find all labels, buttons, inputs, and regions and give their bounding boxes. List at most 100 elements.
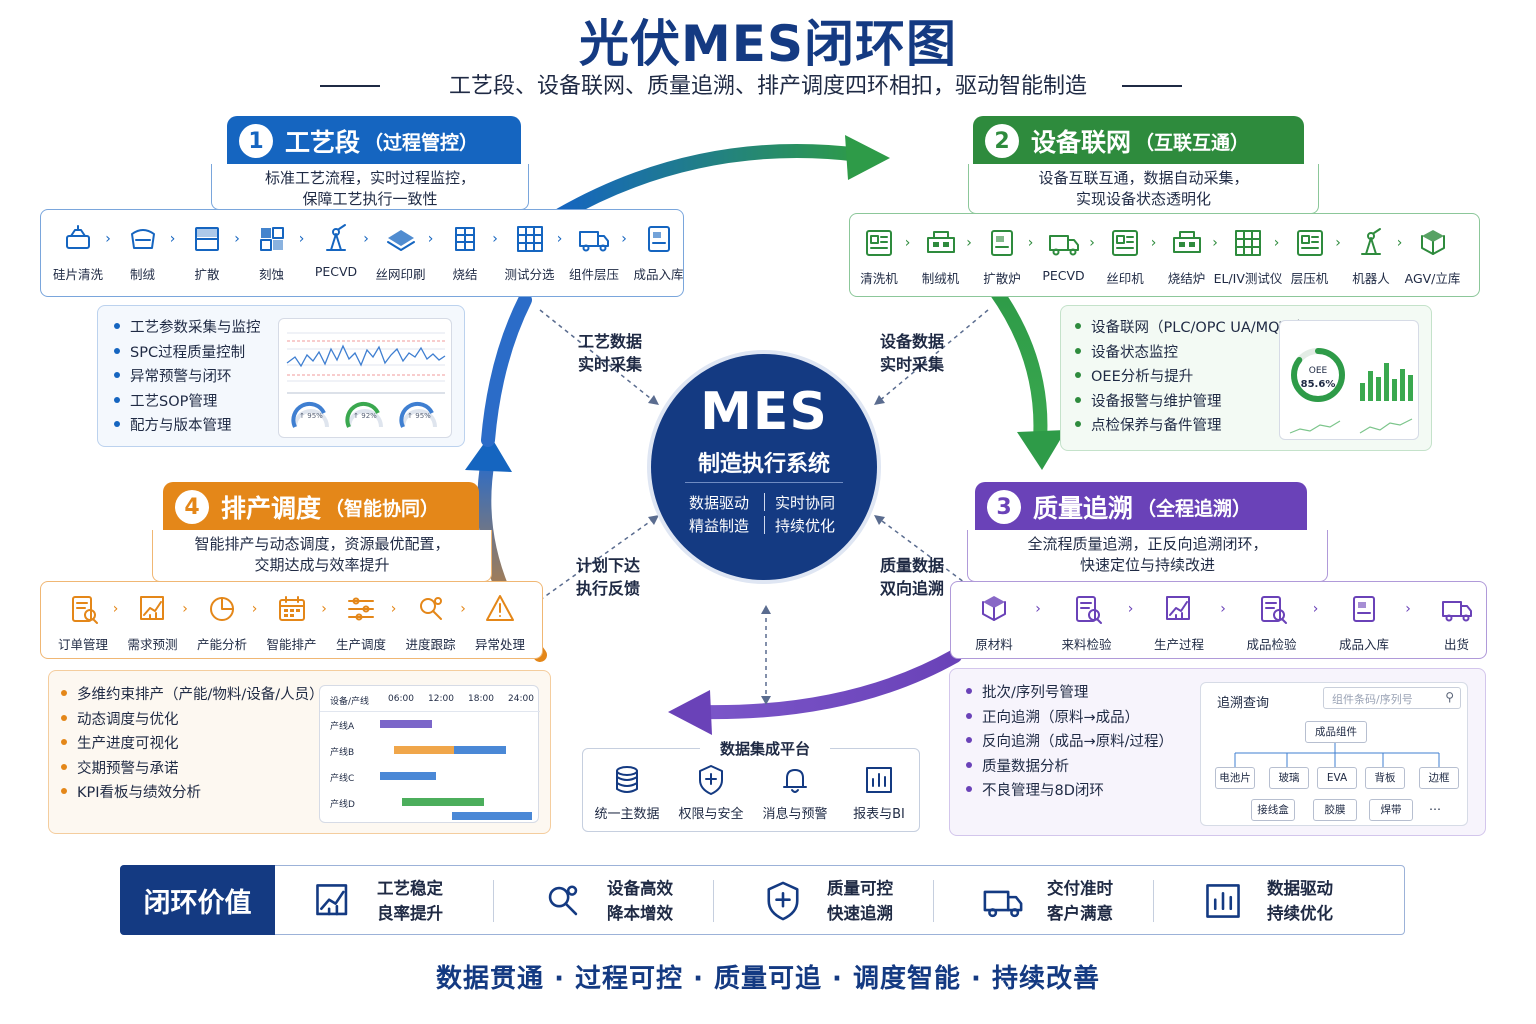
scheduling-description: 智能排产与动态调度，资源最优配置， 交期达成与效率提升 xyxy=(152,530,492,582)
step-arrow: › xyxy=(460,601,466,617)
pecvd-machine-icon xyxy=(1047,226,1081,260)
step-forecast: 需求预测 xyxy=(114,592,192,653)
step-label: 订单管理 xyxy=(57,637,108,652)
step-label: 测试分选 xyxy=(504,267,555,282)
step-label: 扩散炉 xyxy=(983,271,1021,286)
trace-node: 电池片 xyxy=(1215,767,1255,789)
raw-material-icon xyxy=(977,592,1011,626)
trace-search-input[interactable]: 组件条码/序列号 ⚲ xyxy=(1323,687,1461,709)
step-label: AGV/立库 xyxy=(1404,271,1461,286)
step-arrow: › xyxy=(1312,601,1319,617)
step-label: 清洗机 xyxy=(860,271,898,286)
quality-section-header: 3 质量追溯 （全程追溯） xyxy=(975,482,1307,532)
step-capacity: 产能分析 xyxy=(183,592,261,653)
quality-section-subtitle: （全程追溯） xyxy=(1137,497,1252,520)
calendar-icon xyxy=(275,592,309,626)
value-separator xyxy=(933,880,934,922)
step-label: 制绒 xyxy=(129,267,155,282)
step-texturing-machine: 制绒机 xyxy=(902,226,980,287)
texturing-icon xyxy=(126,222,160,256)
process-steps-panel: 硅片清洗›制绒›扩散›刻蚀›PECVD›丝网印刷›烧结›测试分选›组件层压›成品… xyxy=(40,209,684,297)
step-calendar: 智能排产 xyxy=(253,592,331,653)
trace-node: 接线盒 xyxy=(1251,799,1295,821)
step-label: 原材料 xyxy=(975,637,1013,652)
bullet-item: 动态调度与优化 xyxy=(61,708,324,733)
growth-chart-icon xyxy=(311,879,355,923)
step-arrow: › xyxy=(298,231,305,247)
bullet-item: 点检保养与备件管理 xyxy=(1075,414,1312,439)
step-arrow: › xyxy=(182,601,188,617)
gantt-bar xyxy=(402,798,484,806)
texturing-machine-icon xyxy=(924,226,958,260)
step-test-sorting: 测试分选 xyxy=(491,222,569,283)
wafer-cleaning-icon xyxy=(61,222,95,256)
dashed-connectors xyxy=(539,309,989,700)
step-pecvd-machine: PECVD xyxy=(1025,226,1103,283)
gantt-bar xyxy=(454,746,506,754)
page-subtitle: 工艺段、设备联网、质量追溯、排产调度四环相扣，驱动智能制造 xyxy=(448,74,1087,99)
process-description: 标准工艺流程，实时过程监控， 保障工艺执行一致性 xyxy=(211,164,529,210)
value-item: 质量可控快速追溯 xyxy=(761,866,893,936)
step-arrow: › xyxy=(363,231,369,247)
bullet-item: 批次/序列号管理 xyxy=(966,681,1173,706)
step-arrow: › xyxy=(1212,235,1218,251)
step-label: EL/IV测试仪 xyxy=(1213,271,1283,286)
step-arrow: › xyxy=(1150,235,1157,251)
process-section-subtitle: （过程管控） xyxy=(364,131,479,154)
quality-desc-line-1: 全流程质量追溯，正反向追溯闭环， xyxy=(1027,535,1268,553)
trace-node: 边框 xyxy=(1419,767,1459,789)
connector-arrowheads xyxy=(648,395,885,705)
shield-plus-icon xyxy=(694,763,728,797)
step-arrow: › xyxy=(234,231,240,247)
process-gauge: ↑ 95% xyxy=(291,401,331,433)
flow-label-quality-trace: 质量数据双向追溯 xyxy=(879,556,944,598)
step-arrow: › xyxy=(321,601,327,617)
search-icon[interactable]: ⚲ xyxy=(1445,690,1454,704)
scheduling-section-title: 排产调度 xyxy=(221,494,322,523)
platform-item: 统一主数据 xyxy=(585,763,669,822)
quality-info-panel: 批次/序列号管理正向追溯（原料→成品）反向追溯（成品→原料/过程）质量数据分析不… xyxy=(949,668,1486,836)
process-desc-line-2: 保障工艺执行一致性 xyxy=(302,190,438,208)
step-label: 成品检验 xyxy=(1246,637,1297,652)
step-label: 需求预测 xyxy=(127,637,178,652)
scheduling-desc-line-2: 交期达成与效率提升 xyxy=(254,556,390,574)
diffusion-furnace-icon xyxy=(985,226,1019,260)
step-arrow: › xyxy=(966,235,972,251)
bullet-item: 生产进度可视化 xyxy=(61,732,324,757)
step-label: 硅片清洗 xyxy=(52,267,103,282)
step-sintering-furnace: 烧结炉 xyxy=(1148,226,1226,287)
step-sintering: 烧结 xyxy=(426,222,504,283)
value-item: 工艺稳定良率提升 xyxy=(311,866,443,936)
equipment-steps-panel: 清洗机›制绒机›扩散炉›PECVD›丝印机›烧结炉›EL/IV测试仪›层压机›机… xyxy=(849,213,1480,297)
value-item: 设备高效降本增效 xyxy=(541,866,673,936)
tester-icon xyxy=(1231,226,1265,260)
step-label: 层压机 xyxy=(1290,271,1329,286)
gantt-row-label: 产线B xyxy=(330,748,355,758)
step-arrow: › xyxy=(904,235,911,251)
step-label: 扩散 xyxy=(194,267,220,282)
bullet-item: SPC过程质量控制 xyxy=(114,341,261,366)
bullet-item: 设备报警与维护管理 xyxy=(1075,390,1312,415)
step-label: PECVD xyxy=(314,264,358,279)
mes-tag-separator xyxy=(764,516,765,534)
platform-item: 报表与BI xyxy=(837,763,921,822)
step-label: 智能排产 xyxy=(266,637,317,652)
step-arrow: › xyxy=(1273,235,1280,251)
step-warning: 异常处理 xyxy=(461,592,539,653)
step-label: 制绒机 xyxy=(921,271,960,286)
trace-node: 焊带 xyxy=(1369,799,1413,821)
bullet-item: 多维约束排产（产能/物料/设备/人员） xyxy=(61,683,324,708)
arrowhead-right xyxy=(845,135,890,180)
shield-icon xyxy=(761,879,805,923)
gantt-bar xyxy=(452,812,532,820)
value-separator xyxy=(1153,880,1154,922)
arc-quality-to-scheduling xyxy=(693,649,962,720)
capacity-icon xyxy=(205,592,239,626)
mes-tag-separator xyxy=(764,493,765,511)
quality-steps-panel: 原材料›来料检验›生产过程›成品检验›成品入库›出货 xyxy=(950,581,1487,659)
step-label: 丝网印刷 xyxy=(375,267,426,282)
gantt-row-label: 产线A xyxy=(330,722,355,732)
step-arrow: › xyxy=(251,601,258,617)
quality-desc-line-2: 快速定位与持续改进 xyxy=(1079,556,1215,574)
